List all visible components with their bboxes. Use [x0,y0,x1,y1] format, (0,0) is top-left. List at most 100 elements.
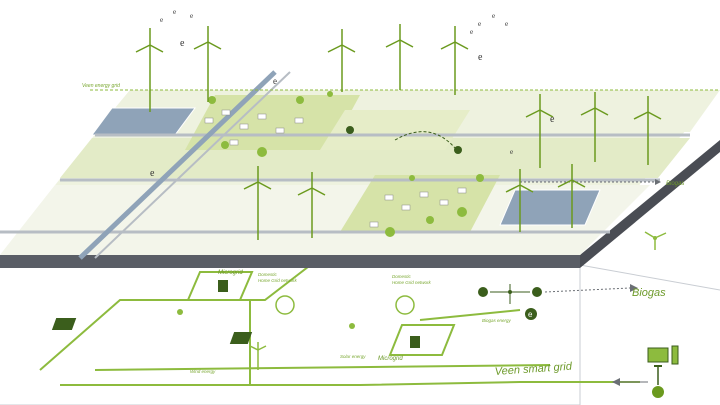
flame-icon-1 [478,287,488,297]
microgrid-bottom-label: Microgrid [378,356,403,362]
domestic-top-line2: Home Grid network [258,278,298,283]
e-glyph: e [190,12,193,20]
wind-turbines [135,24,662,240]
computer-tower-icon [671,345,679,365]
microgrid-device-icon-2 [410,336,420,348]
data-arrow-head [612,378,620,386]
microgrid-device-icon [218,280,228,292]
sun-icon-2 [349,323,355,329]
veen-energy-grid-label: Veen energy grid [82,83,120,89]
microgrid-box-icon [186,271,254,301]
solar-energy-label: Solar energy [340,354,366,359]
microgrid-box-icon-2 [388,324,456,356]
biogas-energy-label: Biogas energy [482,318,512,323]
upper-slab-side [580,140,720,268]
e-glyph: e [180,38,185,49]
biogas-label-lower: Biogas [632,287,666,299]
tree [409,175,415,181]
house [221,109,231,116]
road-diagonal [94,71,291,259]
lower-slab-edge-back [579,264,720,291]
canal-diagonal [78,70,277,260]
grid-line-lower [60,381,640,386]
flame-icon-2 [532,287,542,297]
wind-energy-lower: Wind energy [190,342,267,374]
solar-panel-bottom: Solar energy [229,323,366,359]
house [384,194,394,201]
biogas-export-arrow [630,284,638,292]
domestic-bottom-line2: Home Grid network [392,280,432,285]
electricity-node-icon [525,308,537,320]
wind-turbine-icon-right [644,231,667,250]
electricity-node-glyph: e [528,310,533,319]
e-glyph: e [173,8,176,16]
electricity-glyphs: e e e e e e e e e e e e e [150,8,555,179]
e-glyph: e [273,76,277,86]
e-glyph: e [160,16,163,24]
wind-turbine-icon [249,342,267,351]
wind-turbine-icon [243,166,272,240]
tree [476,174,484,182]
house [204,117,214,124]
microgrid-bottom: Microgrid [378,324,456,362]
tree [257,147,267,157]
e-glyph: e [470,28,473,36]
tree [296,96,304,104]
biogas-upper-arrow [655,179,661,185]
tree [426,216,434,224]
house [275,127,285,134]
wind-turbine-icon [557,164,586,228]
house [294,117,304,124]
trees [208,91,484,237]
house [401,204,411,211]
grid-line-middle [94,364,551,371]
computer-monitor-icon [647,347,669,363]
microgrid-top: Microgrid [186,270,254,301]
house [229,139,239,146]
e-glyph: e [492,12,495,20]
tree [327,91,333,97]
house [257,113,267,120]
biogas-label-upper: Biogas [666,181,684,187]
houses-right [369,187,467,228]
wind-turbine-icon [633,96,662,165]
field-band-front [0,185,650,255]
houses-left [204,109,304,146]
wind-turbine-icon [505,169,534,232]
wind-turbine-icon [440,26,469,95]
e-glyph: e [478,52,483,63]
grid-line-branch [419,309,521,321]
water-basin-right [499,189,601,226]
e-glyph: e [510,148,513,156]
house [239,123,249,130]
domestic-top-line1: Domestic [258,272,278,277]
flame-icon-upper-1 [346,126,354,134]
wind-turbine-icon [193,26,222,102]
energy-flow-curve [394,131,456,149]
upper-slab-front [0,255,580,268]
e-glyph: e [505,20,508,28]
wind-turbine-icon [385,24,414,90]
tree [221,141,229,149]
flame-icon-upper-2 [454,146,462,154]
house [419,191,429,198]
wind-turbine-icon [135,28,164,112]
data-center [612,345,679,398]
upper-layer: Veen energy grid Biogas [0,70,720,268]
wind-turbine-icon [327,29,356,92]
home-grid-icon-top [275,295,295,315]
globe-icon [652,386,664,398]
wind-turbine-icon [297,172,326,238]
solar-panel-icon-2 [229,332,253,344]
house [439,199,449,206]
domestic-bottom-line1: Domestic [392,274,412,279]
tree [385,227,395,237]
wind-turbine-icon [580,92,609,162]
crop-field-center [320,110,470,150]
e-glyph: e [550,114,555,125]
home-grid-icon-bottom [395,295,415,315]
tree [457,207,467,217]
wind-energy-label: Wind energy [190,369,216,374]
tree [208,96,216,104]
